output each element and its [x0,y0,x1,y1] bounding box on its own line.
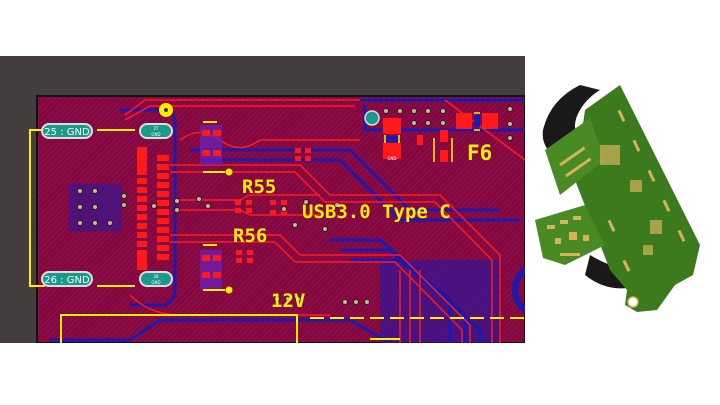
gnd-pad-28-number: 28 [153,274,159,279]
gnd-pad-28-net: GND [151,280,160,285]
r55-footprint [200,121,233,176]
gnd-pad-27[interactable]: 27 GND [139,123,173,139]
r56-footprint [200,244,233,294]
gnd-pad-28[interactable]: 28 GND [139,271,173,287]
gnd-pad-26[interactable]: 26 : GND [41,271,93,287]
label-usb-type-c: USB3.0 Type C [302,201,451,223]
via-mounting [364,110,380,126]
label-r55: R55 [242,176,276,198]
silkscreen-lines [29,129,525,343]
label-12v: 12V [271,290,305,312]
gnd-pad-25[interactable]: 25 : GND [41,123,93,139]
gold-features [547,109,686,272]
gnd-pad-27-number: 27 [153,126,159,131]
f6-footprint: GND [383,112,498,162]
pcb-layout-view[interactable]: GND 25 : GND 26 : GND [0,56,525,343]
bottom-ring [512,266,525,314]
main-rigid-board [575,85,700,312]
label-f6: F6 [467,141,492,165]
small-passive-pads [235,148,311,263]
gnd-pad-25-label: 25 : GND [44,127,90,138]
bottom-pour [380,260,500,343]
usb-c-connector-pads [137,147,169,270]
connector-board [545,118,605,195]
vias [77,106,513,305]
label-r56: R56 [233,225,267,247]
gnd-pad-27-net: GND [151,132,160,137]
origin-marker-center [164,108,168,112]
small-gnd-pad-label: GND [387,156,396,161]
rigid-flex-pcb-photo [535,85,700,312]
mounting-hole [627,296,639,308]
gnd-pad-26-label: 26 : GND [44,275,90,286]
